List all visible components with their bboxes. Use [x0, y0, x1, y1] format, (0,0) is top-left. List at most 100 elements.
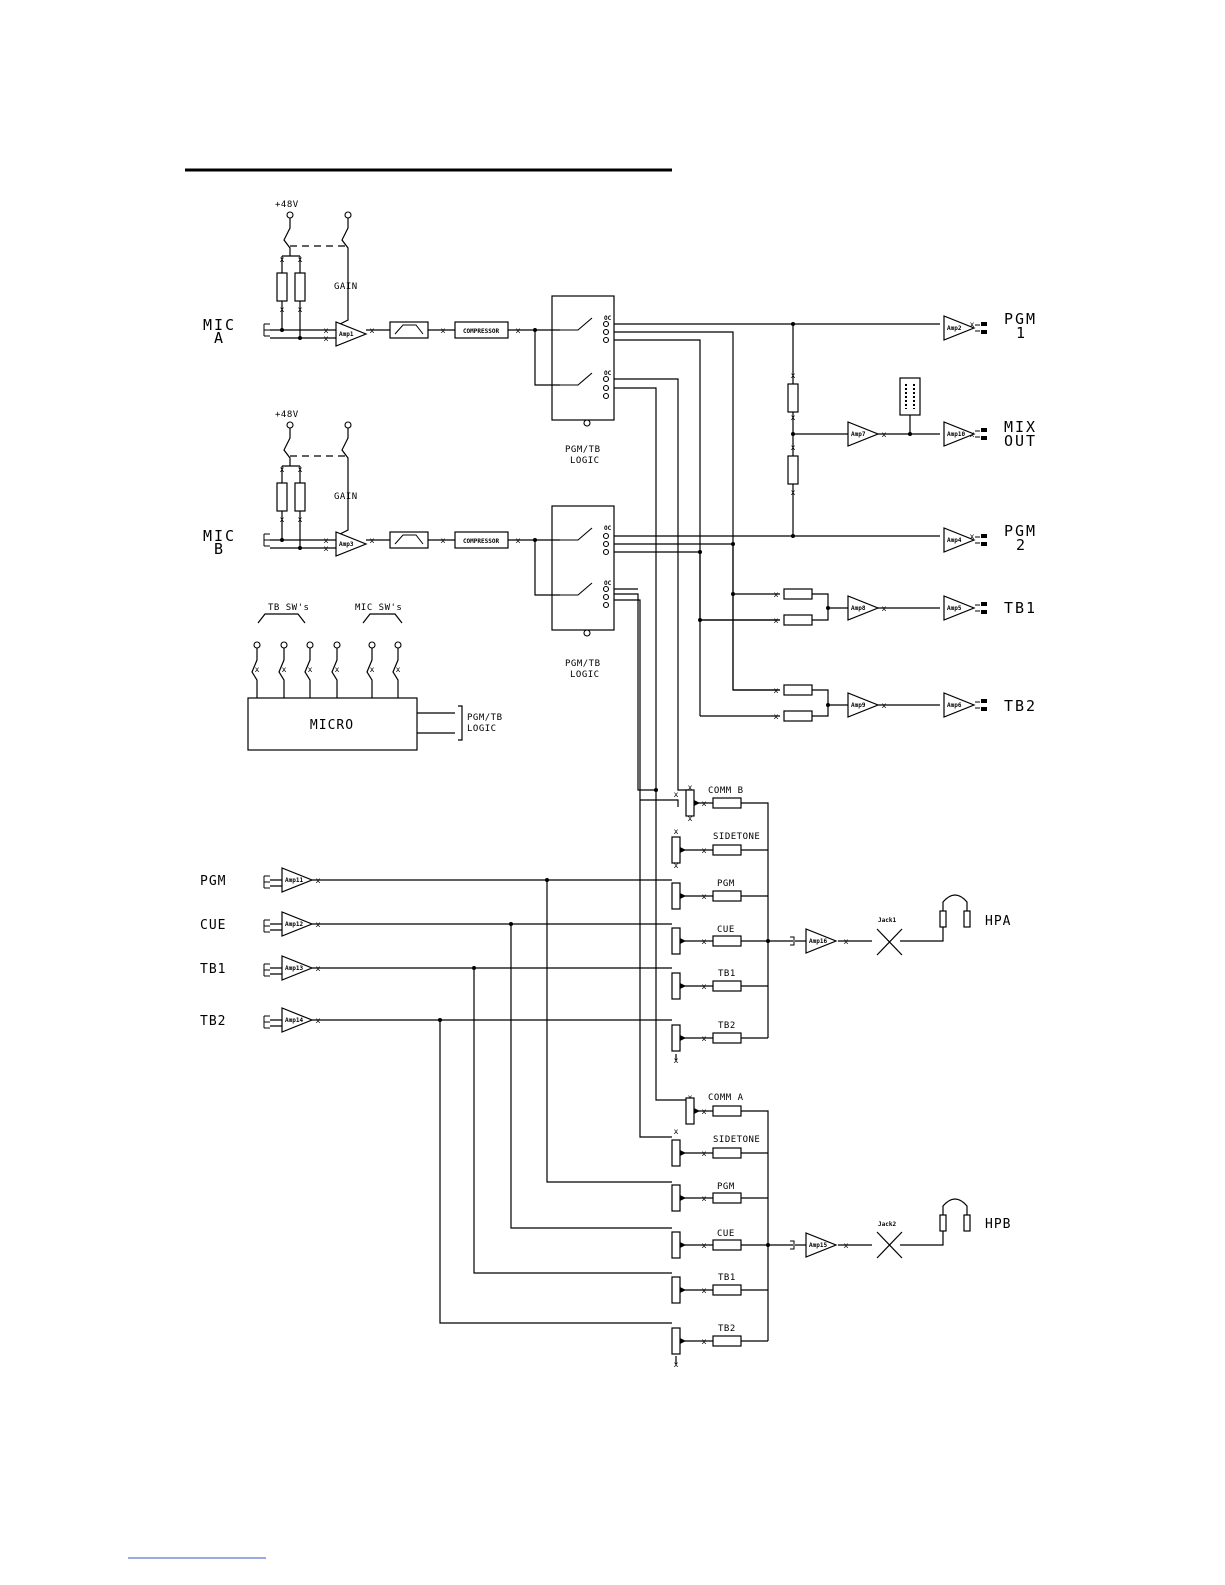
logic-label-a-line1: PGM/TB	[565, 445, 601, 455]
svg-text:x: x	[316, 1016, 321, 1025]
logic-label-b-line2: LOGIC	[570, 670, 600, 680]
svg-text:x: x	[674, 790, 679, 799]
mic-b-label-line1: MIC	[203, 527, 236, 545]
jack1-label: Jack1	[878, 917, 896, 924]
svg-text:x: x	[702, 846, 707, 855]
tb-switches-label: TB SW's	[268, 603, 309, 613]
svg-text:x: x	[324, 544, 329, 553]
amp-label: Amp6	[947, 702, 962, 709]
svg-text:x: x	[370, 665, 375, 674]
compressor-label: COMPRESSOR	[463, 328, 500, 335]
svg-text:x: x	[324, 536, 329, 545]
tb-summing-resistors	[783, 588, 813, 722]
micro-label: MICRO	[310, 718, 354, 733]
bus-a-label: TB1	[718, 1273, 736, 1283]
svg-text:x: x	[774, 616, 779, 625]
svg-text:x: x	[774, 590, 779, 599]
bus-b-label: TB1	[718, 969, 736, 979]
amp-label: Amp3	[339, 541, 354, 548]
svg-text:x: x	[844, 937, 849, 946]
svg-text:x: x	[298, 305, 303, 314]
amp-label: Amp15	[809, 1242, 827, 1249]
bus-a-label: COMM A	[708, 1093, 744, 1103]
svg-text:x: x	[280, 465, 285, 474]
bus-a-label: TB2	[718, 1324, 736, 1334]
input-tb1-label: TB1	[200, 962, 226, 977]
output-mix-line2: OUT	[1004, 432, 1037, 450]
svg-text:x: x	[280, 515, 285, 524]
filter-b	[389, 531, 429, 549]
svg-text:x: x	[882, 604, 887, 613]
svg-text:x: x	[324, 334, 329, 343]
svg-text:x: x	[791, 443, 796, 452]
svg-text:x: x	[516, 536, 521, 545]
svg-text:x: x	[702, 1194, 707, 1203]
svg-text:x: x	[316, 876, 321, 885]
gain-label-a: GAIN	[334, 282, 358, 292]
svg-text:x: x	[674, 1127, 679, 1136]
svg-text:x: x	[674, 1056, 679, 1065]
amp-label: Amp1	[339, 331, 354, 338]
svg-text:x: x	[882, 701, 887, 710]
mic-a-label-line2: A	[214, 329, 225, 347]
svg-text:x: x	[370, 536, 375, 545]
input-jacks	[263, 323, 271, 1029]
compressor-label: COMPRESSOR	[463, 538, 500, 545]
amp-label: Amp8	[851, 605, 866, 612]
phantom-resistors-a	[276, 272, 306, 302]
compressor-a: COMPRESSOR	[454, 321, 509, 339]
headphones-b-icon	[939, 1214, 971, 1232]
logic-label-b-line1: PGM/TB	[565, 659, 601, 669]
amplifiers	[281, 315, 975, 1258]
svg-text:x: x	[298, 255, 303, 264]
output-pgm1-line1: PGM	[1004, 310, 1037, 328]
bus-b-label: CUE	[717, 925, 735, 935]
svg-text:x: x	[774, 686, 779, 695]
mix-bus-b-labels: COMM B SIDETONE PGM CUE TB1 TB2	[708, 786, 760, 1031]
headphone-b-label: HPB	[985, 1217, 1011, 1232]
amp-label: Amp12	[285, 921, 303, 928]
terminals	[253, 211, 610, 649]
svg-text:x: x	[702, 982, 707, 991]
amp-label: Amp16	[809, 938, 827, 945]
bus-a-label: SIDETONE	[713, 1135, 760, 1145]
svg-text:x: x	[396, 665, 401, 674]
svg-text:x: x	[282, 665, 287, 674]
svg-text:x: x	[702, 799, 707, 808]
amp-label: Amp7	[851, 431, 866, 438]
wires	[251, 218, 968, 1364]
mic-switches-label: MIC SW's	[355, 603, 402, 613]
gain-label-b: GAIN	[334, 492, 358, 502]
svg-text:x: x	[791, 413, 796, 422]
headphone-a-label: HPA	[985, 914, 1011, 929]
svg-text:x: x	[674, 827, 679, 836]
svg-text:x: x	[316, 964, 321, 973]
mix-bus-b-components	[671, 789, 742, 1052]
junction-dots	[280, 322, 912, 1247]
jack2-label: Jack2	[878, 1221, 896, 1228]
micro-logic-label-line2: LOGIC	[467, 724, 497, 734]
svg-text:x: x	[702, 1034, 707, 1043]
amp-label: Amp14	[285, 1017, 303, 1024]
micro-logic-label-line1: PGM/TB	[467, 713, 503, 723]
phantom-resistors-b	[276, 482, 306, 512]
input-cue-label: CUE	[200, 918, 226, 933]
mic-b-label-line2: B	[214, 540, 225, 558]
bus-b-label: SIDETONE	[713, 832, 760, 842]
bus-b-label: COMM B	[708, 786, 744, 796]
bus-b-label: PGM	[717, 879, 735, 889]
svg-text:x: x	[335, 665, 340, 674]
svg-text:x: x	[844, 1241, 849, 1250]
svg-text:x: x	[688, 783, 693, 792]
level-meter	[899, 377, 921, 416]
svg-text:x: x	[298, 465, 303, 474]
amp-label: Amp2	[947, 325, 962, 332]
svg-text:x: x	[702, 1337, 707, 1346]
amp-labels: Amp1 Amp3 Amp2 Amp7 Amp10 Amp4 Amp8 Amp5…	[285, 325, 965, 1249]
filter-a	[389, 321, 429, 339]
svg-text:x: x	[791, 371, 796, 380]
amp-label: Amp10	[947, 431, 965, 438]
